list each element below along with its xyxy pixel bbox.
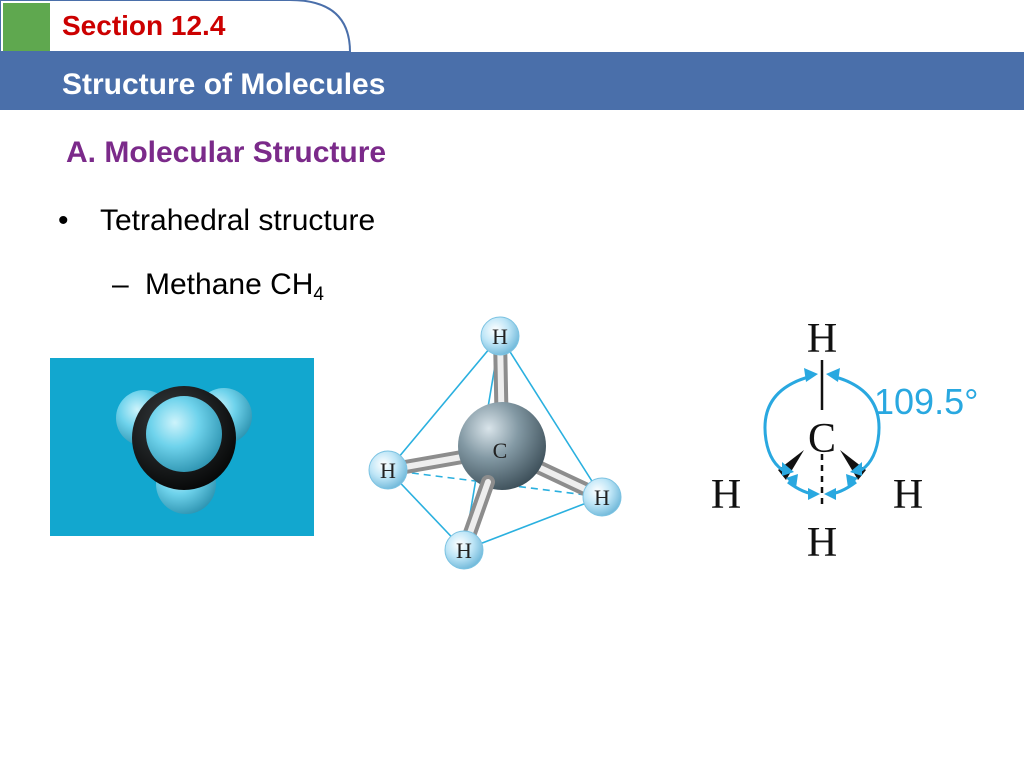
header-title: Structure of Molecules [62, 68, 386, 101]
ball-stick-model: H H H H C [368, 316, 622, 570]
formula-text: Methane CH [145, 268, 314, 301]
sub-bullet-text: Methane CH4 [145, 268, 324, 306]
formula-subscript: 4 [313, 284, 324, 305]
ball-stick-label-left: H [380, 458, 396, 483]
angle-arrowheads [782, 368, 862, 500]
ball-stick-label-right: H [594, 485, 610, 510]
section-label: Section 12.4 [62, 10, 226, 41]
hydrogen-ball [582, 477, 622, 517]
lewis-label-bottom: H [807, 520, 837, 566]
section-tab [0, 0, 352, 53]
lewis-label-center: C [808, 416, 836, 462]
ball-stick-label-bottom: H [456, 538, 472, 563]
ball-stick-label-center: C [493, 438, 508, 463]
sub-bullet-dash: – [112, 268, 129, 301]
wedge-bond-right [840, 450, 866, 480]
bullet-symbol: • [58, 204, 69, 237]
header-bar [0, 52, 1024, 110]
hydrogen-sphere [146, 396, 222, 472]
bond-angle-label: 109.5° [874, 381, 978, 422]
hydrogen-ball [444, 530, 484, 570]
section-tab-square [3, 3, 50, 51]
wedge-bond-left [778, 450, 804, 480]
bullet-item: • Tetrahedral structure [58, 204, 375, 238]
lewis-label-top: H [807, 316, 837, 362]
lewis-label-right: H [893, 472, 923, 518]
hydrogen-ball [480, 316, 520, 356]
hydrogen-ball [368, 450, 408, 490]
lewis-label-left: H [711, 472, 741, 518]
header-banner [0, 0, 1024, 110]
carbon-ball [458, 402, 546, 490]
bullet-text: Tetrahedral structure [100, 204, 376, 237]
bond-angle-diagram: H C H H H 109.5° [711, 316, 979, 566]
sub-bullet-item: – Methane CH4 [112, 268, 324, 306]
space-filling-model [50, 358, 314, 536]
ball-stick-label-top: H [492, 324, 508, 349]
subheading: A. Molecular Structure [66, 136, 387, 169]
